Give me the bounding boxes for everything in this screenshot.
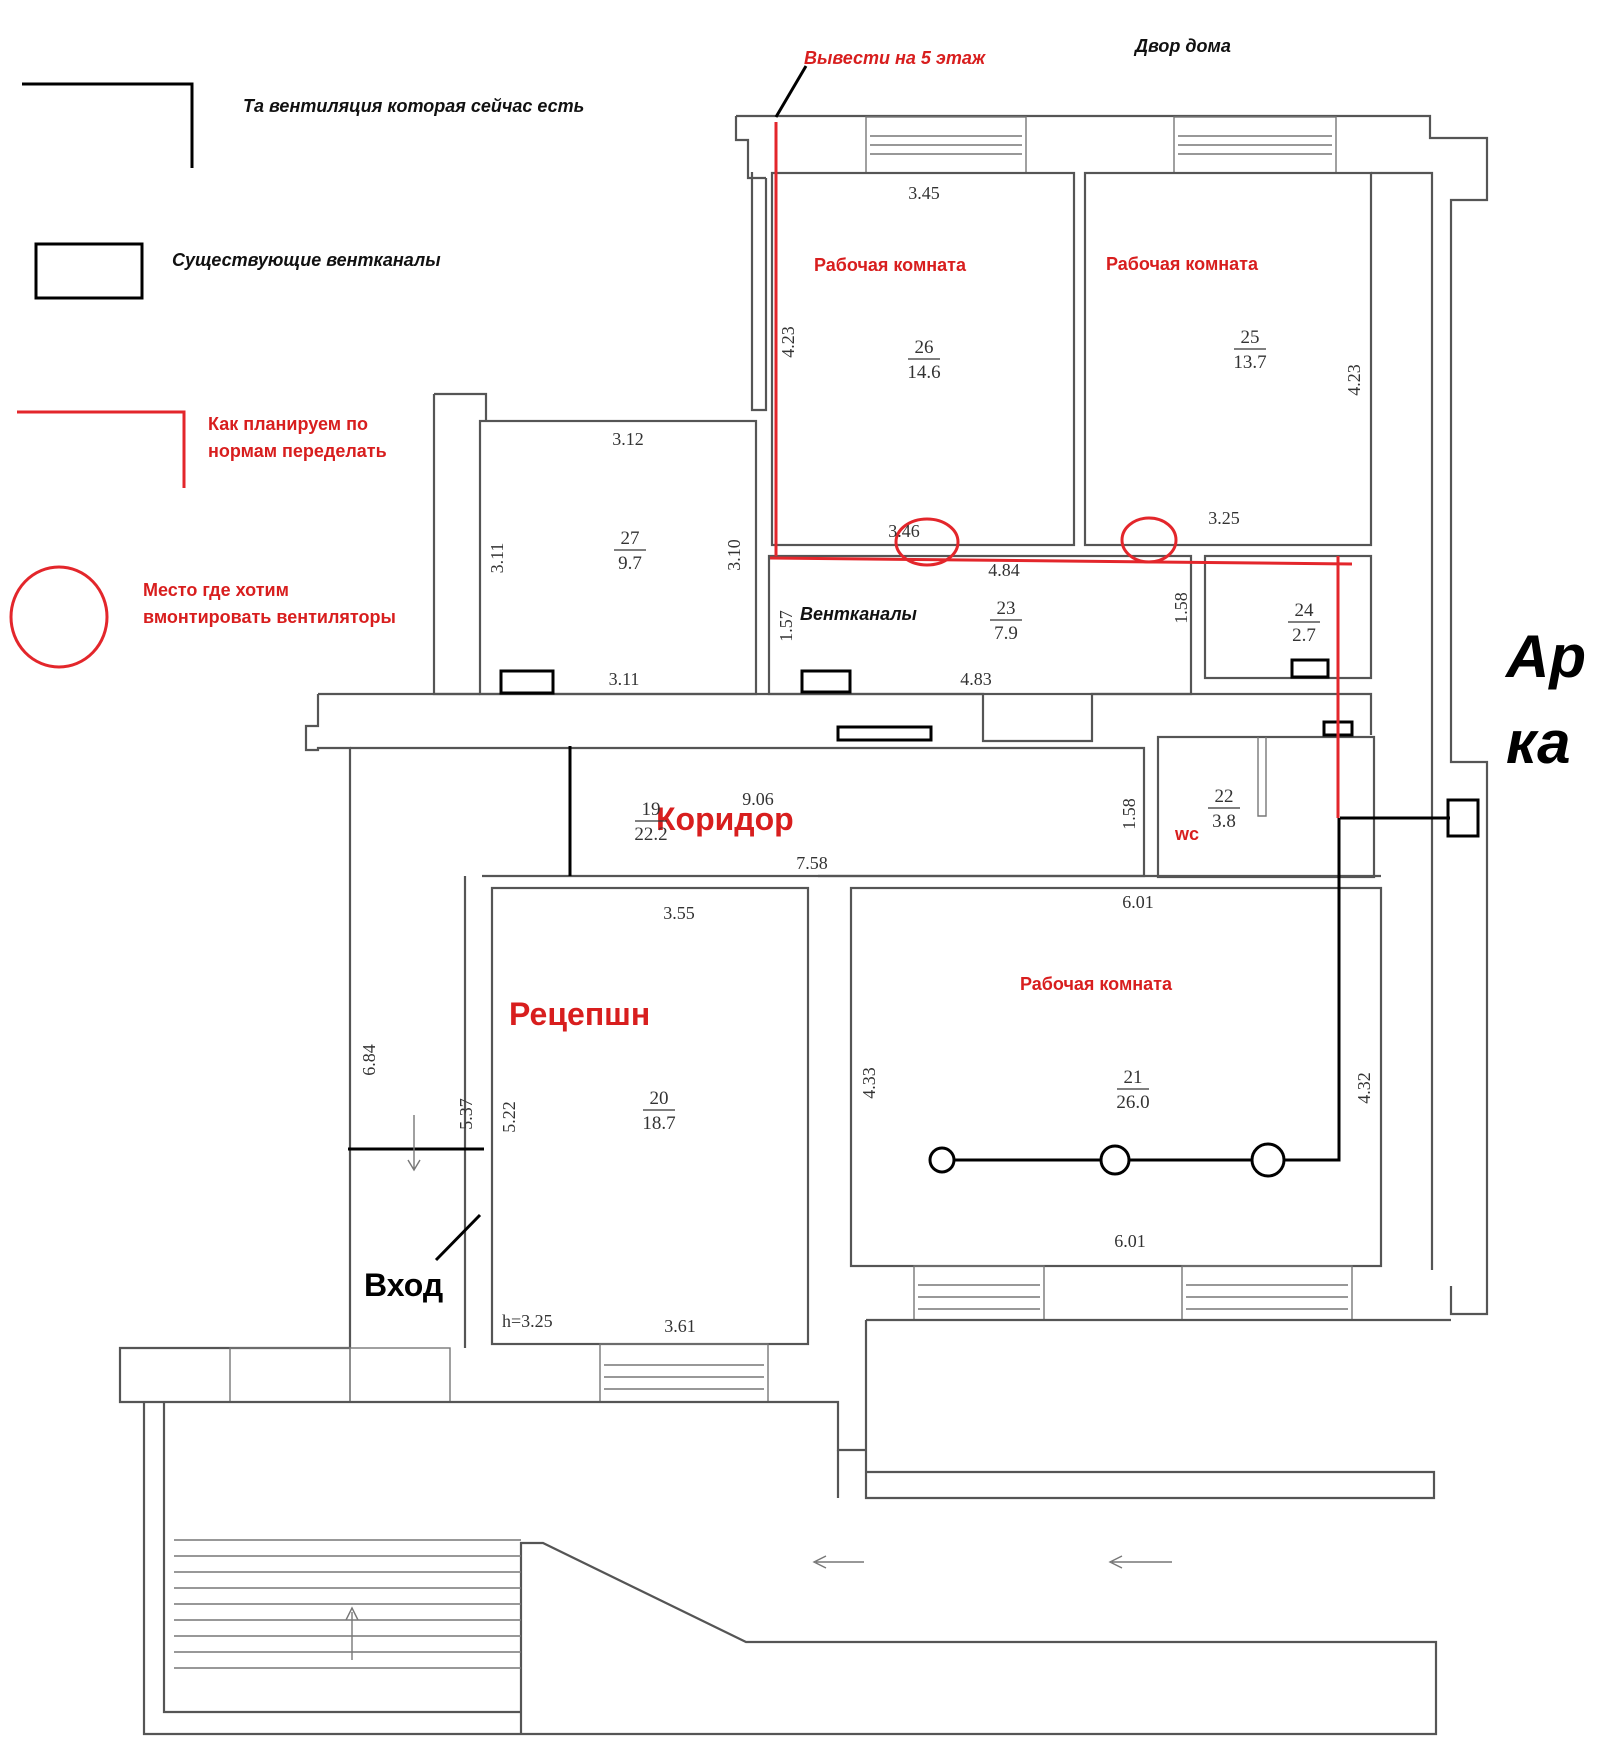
room-26-tag: 26 14.6	[907, 337, 940, 383]
planned-fan-circle-icon	[1120, 516, 1178, 564]
room-24-tag: 24 2.7	[1288, 600, 1320, 646]
duct-box	[800, 669, 852, 694]
planned-vent-route	[769, 122, 1353, 818]
legend-duct-symbol	[34, 242, 144, 300]
svg-text:3.45: 3.45	[908, 183, 940, 203]
svg-text:3.25: 3.25	[1208, 508, 1240, 528]
legend-fan-text-2: вмонтировать вентиляторы	[143, 607, 396, 627]
room-21-label: Рабочая комната	[1020, 974, 1173, 994]
svg-text:3.8: 3.8	[1212, 811, 1236, 832]
vent-ducts-label: Вентканалы	[800, 604, 918, 624]
room-25-label: Рабочая комната	[1106, 254, 1259, 274]
legend-planned-text-2: нормам переделать	[208, 441, 387, 461]
svg-text:25: 25	[1241, 327, 1260, 348]
svg-text:3.11: 3.11	[487, 543, 507, 574]
svg-text:18.7: 18.7	[642, 1113, 675, 1134]
svg-text:5.22: 5.22	[499, 1101, 519, 1133]
dimension-labels: 3.45 4.23 3.46 4.23 3.25 3.12 3.11 3.10 …	[359, 183, 1374, 1336]
svg-text:3.11: 3.11	[609, 669, 640, 689]
room-26-outline	[770, 171, 1076, 547]
svg-text:6.01: 6.01	[1122, 892, 1154, 912]
svg-text:6.84: 6.84	[359, 1044, 379, 1076]
svg-text:20: 20	[650, 1088, 669, 1109]
svg-text:h=3.25: h=3.25	[502, 1311, 553, 1331]
legend: Та вентиляция которая сейчас есть Сущест…	[9, 82, 584, 669]
svg-text:9.06: 9.06	[742, 789, 774, 809]
route-to-5th-floor-label: Вывести на 5 этаж	[804, 48, 987, 68]
duct-box	[499, 669, 555, 695]
corridor-label: Коридор	[656, 801, 794, 837]
svg-text:24: 24	[1295, 600, 1315, 621]
legend-existing-vent-symbol	[22, 82, 194, 168]
existing-ducts	[499, 658, 1480, 838]
legend-fan-circle-icon	[9, 565, 109, 669]
duct-box	[1290, 658, 1330, 679]
room-21-outline	[849, 886, 1383, 1268]
svg-text:3.46: 3.46	[888, 521, 920, 541]
legend-existing-vent-text: Та вентиляция которая сейчас есть	[243, 96, 584, 116]
duct-box	[836, 725, 933, 742]
legend-planned-text-1: Как планируем по	[208, 414, 368, 434]
duct-box	[1446, 798, 1480, 838]
svg-text:2.7: 2.7	[1292, 625, 1316, 646]
room-20-tag: 20 18.7	[642, 1088, 675, 1134]
svg-text:3.61: 3.61	[664, 1316, 696, 1336]
legend-fan-text-1: Место где хотим	[143, 580, 289, 600]
room-21-tag: 21 26.0	[1116, 1067, 1149, 1113]
svg-text:26: 26	[915, 337, 934, 358]
fan-circle-icon	[1099, 1144, 1131, 1176]
svg-text:4.83: 4.83	[960, 669, 992, 689]
svg-text:4.23: 4.23	[778, 326, 798, 358]
room-25-tag: 25 13.7	[1233, 327, 1266, 373]
planned-fan-circle-icon	[894, 517, 960, 567]
arka-label-2: ка	[1506, 709, 1571, 776]
legend-duct-text: Существующие вентканалы	[172, 250, 441, 270]
svg-text:1.58: 1.58	[1119, 798, 1139, 830]
existing-vent-lines	[348, 65, 1450, 1262]
svg-text:23: 23	[997, 598, 1016, 619]
svg-text:26.0: 26.0	[1116, 1092, 1149, 1113]
svg-text:3.10: 3.10	[724, 539, 744, 571]
arka-label-1: Ар	[1504, 623, 1586, 690]
svg-text:3.12: 3.12	[612, 429, 644, 449]
wc-label: wc	[1174, 824, 1199, 844]
room-22-tag: 22 3.8	[1208, 786, 1240, 832]
svg-text:4.23: 4.23	[1344, 364, 1364, 396]
room-26-label: Рабочая комната	[814, 255, 967, 275]
fan-circle-icon	[1250, 1142, 1286, 1178]
courtyard-label: Двор дома	[1133, 36, 1231, 56]
svg-text:22.2: 22.2	[634, 824, 667, 845]
svg-text:5.37: 5.37	[456, 1098, 476, 1130]
room-25-outline	[1083, 171, 1373, 547]
svg-text:4.32: 4.32	[1354, 1072, 1374, 1104]
reception-label: Рецепшн	[509, 996, 650, 1032]
svg-text:7.9: 7.9	[994, 623, 1018, 644]
legend-planned-symbol	[17, 410, 186, 488]
room-23-tag: 23 7.9	[990, 598, 1022, 644]
svg-text:3.55: 3.55	[663, 903, 695, 923]
svg-text:1.57: 1.57	[776, 610, 796, 642]
svg-text:14.6: 14.6	[907, 362, 940, 383]
svg-text:19: 19	[642, 799, 661, 820]
svg-text:22: 22	[1215, 786, 1234, 807]
svg-text:13.7: 13.7	[1233, 352, 1266, 373]
svg-text:27: 27	[621, 528, 640, 549]
svg-text:4.33: 4.33	[859, 1067, 879, 1099]
svg-text:7.58: 7.58	[796, 853, 828, 873]
room-24-outline	[1203, 554, 1373, 680]
svg-text:6.01: 6.01	[1114, 1231, 1146, 1251]
room-27-tag: 27 9.7	[614, 528, 646, 574]
svg-text:1.58: 1.58	[1171, 592, 1191, 624]
building-walls	[118, 114, 1489, 1736]
fan-circle-icon	[928, 1146, 956, 1174]
svg-text:9.7: 9.7	[618, 553, 642, 574]
entrance-label: Вход	[364, 1267, 443, 1303]
svg-text:4.84: 4.84	[988, 560, 1020, 580]
room-19-tag: 19 22.2	[634, 799, 667, 845]
svg-text:21: 21	[1124, 1067, 1143, 1088]
